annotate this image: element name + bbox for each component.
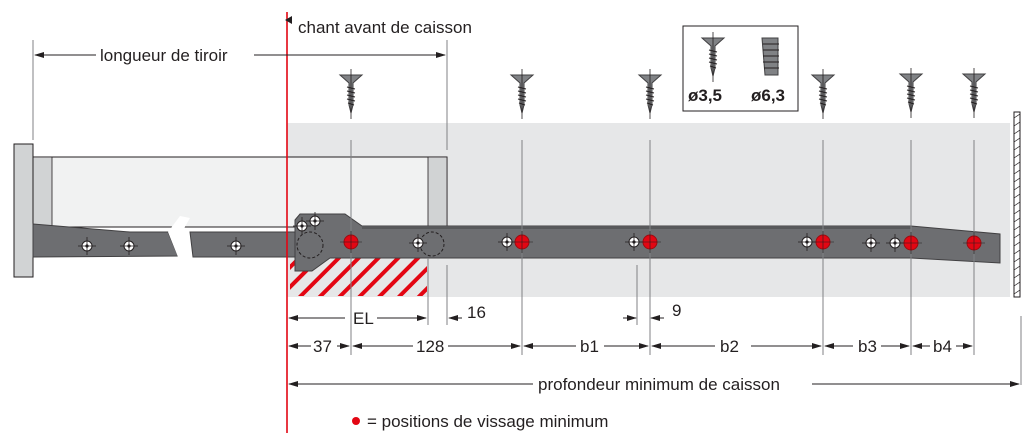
cabinet-min-depth-label: profondeur minimum de caisson (538, 375, 780, 394)
dimension-128: 128 (416, 337, 444, 356)
screw-small-label: ø3,5 (688, 86, 722, 105)
dimension-el: EL (353, 309, 374, 328)
drawer-rail (32, 223, 179, 258)
dimension-b2: b2 (720, 337, 739, 356)
red-dot-legend-icon (352, 417, 360, 425)
dimension-16: 16 (467, 303, 486, 322)
dimension-9: 9 (672, 301, 681, 320)
cabinet-front-edge-label: chant avant de caisson (298, 18, 472, 37)
legend-text: = positions de vissage minimum (367, 412, 608, 431)
dimension-b4: b4 (933, 337, 952, 356)
drawer-length-label: longueur de tiroir (100, 46, 228, 65)
drawer-front (13, 143, 34, 278)
back-wall (1013, 111, 1021, 298)
screw-icons (339, 67, 986, 120)
dimension-b1: b1 (580, 337, 599, 356)
screw-large-label: ø6,3 (751, 86, 785, 105)
dimension-37: 37 (313, 337, 332, 356)
drawer-box (32, 156, 448, 228)
dimension-b3: b3 (858, 337, 877, 356)
